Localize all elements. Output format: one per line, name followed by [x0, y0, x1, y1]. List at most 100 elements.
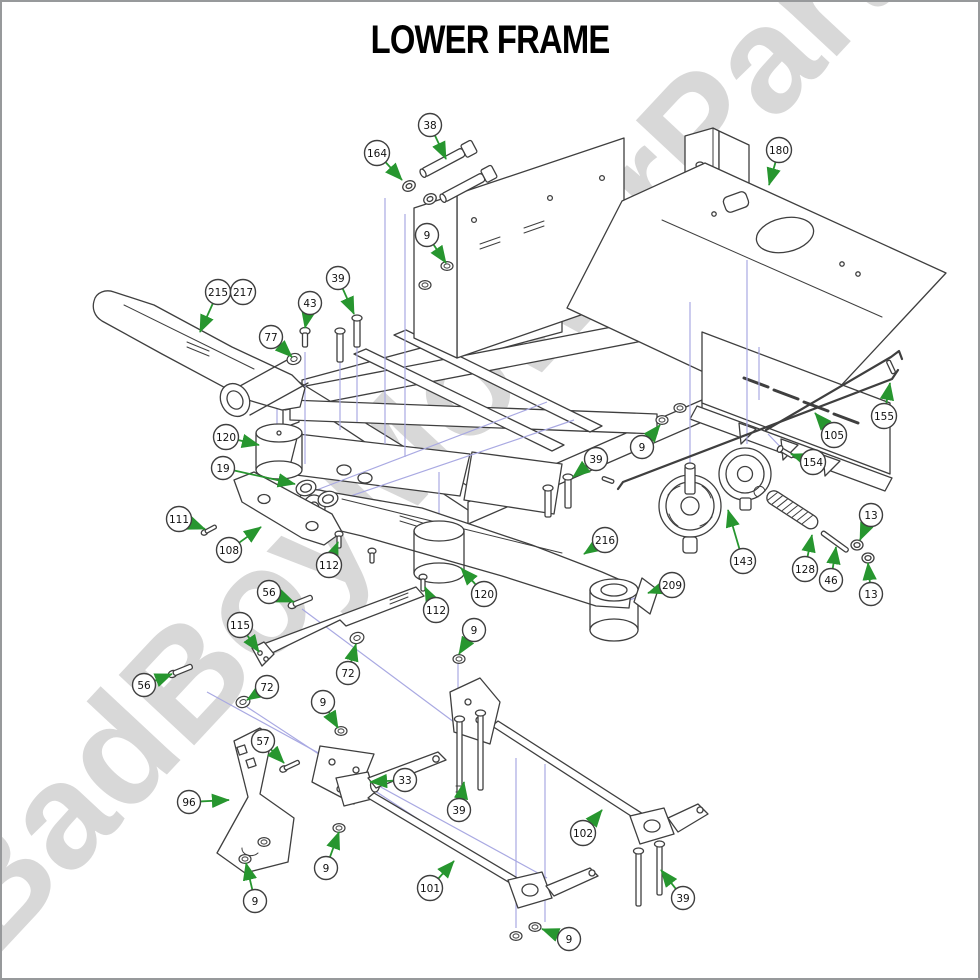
svg-text:57: 57 — [256, 736, 269, 748]
svg-text:102: 102 — [573, 828, 593, 840]
callout-180: 180 — [765, 136, 793, 186]
callout-9: 9 — [629, 424, 661, 460]
callout-13: 13 — [858, 502, 884, 541]
nut-9-e — [452, 653, 466, 665]
exploded-parts — [92, 139, 904, 942]
callout-56: 56 — [256, 579, 295, 605]
callout-217: 217 — [229, 278, 257, 306]
screw-112b — [418, 573, 428, 592]
svg-text:143: 143 — [733, 556, 753, 568]
bolt-39-long3 — [632, 847, 645, 907]
svg-text:105: 105 — [824, 430, 844, 442]
nut-9-g — [332, 822, 346, 834]
screw-57 — [279, 759, 301, 773]
callout-164: 164 — [363, 139, 403, 181]
callout-102: 102 — [569, 809, 603, 847]
left-trailing-arm — [92, 290, 309, 418]
svg-text:38: 38 — [423, 120, 436, 132]
eyebolt — [820, 530, 849, 553]
callout-39: 39 — [660, 869, 696, 911]
svg-text:72: 72 — [341, 668, 354, 680]
callout-57: 57 — [250, 728, 285, 764]
callout-72: 72 — [335, 643, 361, 686]
svg-text:43: 43 — [303, 298, 316, 310]
callout-115: 115 — [226, 611, 260, 653]
callout-216: 216 — [583, 526, 619, 555]
support-rod-155 — [764, 349, 904, 432]
nut-9-c — [655, 414, 669, 426]
svg-text:13: 13 — [864, 589, 877, 601]
svg-text:39: 39 — [676, 893, 689, 905]
callout-112: 112 — [315, 541, 343, 579]
nut-9-f — [334, 725, 348, 737]
svg-text:9: 9 — [320, 697, 327, 709]
bushing-pair — [295, 479, 339, 508]
pin-105-end — [601, 476, 615, 484]
front-apron — [287, 433, 563, 515]
nut-9-b — [418, 279, 432, 291]
svg-text:13: 13 — [864, 510, 877, 522]
bolt-39-upper2 — [351, 314, 363, 348]
callout-143: 143 — [725, 509, 757, 575]
svg-text:39: 39 — [331, 273, 344, 285]
page-title: LOWER FRAME — [370, 18, 611, 62]
svg-text:216: 216 — [595, 535, 615, 547]
svg-text:72: 72 — [260, 682, 273, 694]
floor-pan — [566, 162, 947, 422]
callout-154: 154 — [790, 448, 827, 476]
callout-112: 112 — [422, 586, 450, 624]
washer-72b — [348, 630, 366, 646]
screw-111 — [200, 524, 218, 536]
pivot-assembly-right — [629, 803, 709, 845]
svg-text:215: 215 — [208, 287, 228, 299]
svg-text:77: 77 — [264, 332, 277, 344]
svg-text:115: 115 — [230, 620, 250, 632]
svg-text:9: 9 — [471, 625, 478, 637]
callout-77: 77 — [258, 324, 293, 358]
svg-text:9: 9 — [566, 934, 573, 946]
svg-text:111: 111 — [169, 514, 189, 526]
callout-108: 108 — [215, 526, 262, 564]
idler-pulley-left — [658, 462, 722, 554]
callout-46: 46 — [818, 546, 844, 593]
svg-text:101: 101 — [420, 883, 440, 895]
nut-9-j — [528, 921, 542, 933]
callout-39: 39 — [572, 446, 609, 478]
svg-text:56: 56 — [262, 587, 276, 599]
svg-text:155: 155 — [874, 411, 894, 423]
idler-pulley-right — [718, 447, 772, 511]
callout-39: 39 — [325, 265, 355, 315]
jam-nut-2 — [861, 552, 875, 564]
svg-text:33: 33 — [398, 775, 411, 787]
svg-text:120: 120 — [474, 589, 494, 601]
callout-43: 43 — [297, 290, 323, 329]
svg-text:46: 46 — [824, 575, 838, 587]
svg-text:9: 9 — [252, 896, 259, 908]
pin-155-end — [886, 359, 896, 375]
svg-text:56: 56 — [137, 680, 151, 692]
svg-text:112: 112 — [319, 560, 339, 572]
svg-text:108: 108 — [219, 545, 239, 557]
bolt-39-upper1 — [334, 327, 346, 363]
callout-19: 19 — [210, 455, 296, 488]
callout-13: 13 — [858, 562, 884, 607]
svg-text:128: 128 — [795, 564, 815, 576]
washer-164b — [423, 193, 437, 205]
callout-120: 120 — [460, 567, 498, 608]
spring — [753, 485, 819, 530]
svg-text:39: 39 — [452, 805, 465, 817]
pivot-assembly-bottom — [507, 867, 599, 909]
washer-164a — [402, 180, 416, 192]
callout-111: 111 — [165, 505, 206, 533]
callout-120: 120 — [212, 423, 260, 451]
svg-text:39: 39 — [589, 454, 602, 466]
callout-9: 9 — [310, 689, 339, 729]
svg-text:112: 112 — [426, 605, 446, 617]
svg-text:180: 180 — [769, 145, 789, 157]
callout-209: 209 — [647, 571, 686, 599]
callout-128: 128 — [791, 534, 819, 583]
callout-9: 9 — [541, 926, 582, 952]
